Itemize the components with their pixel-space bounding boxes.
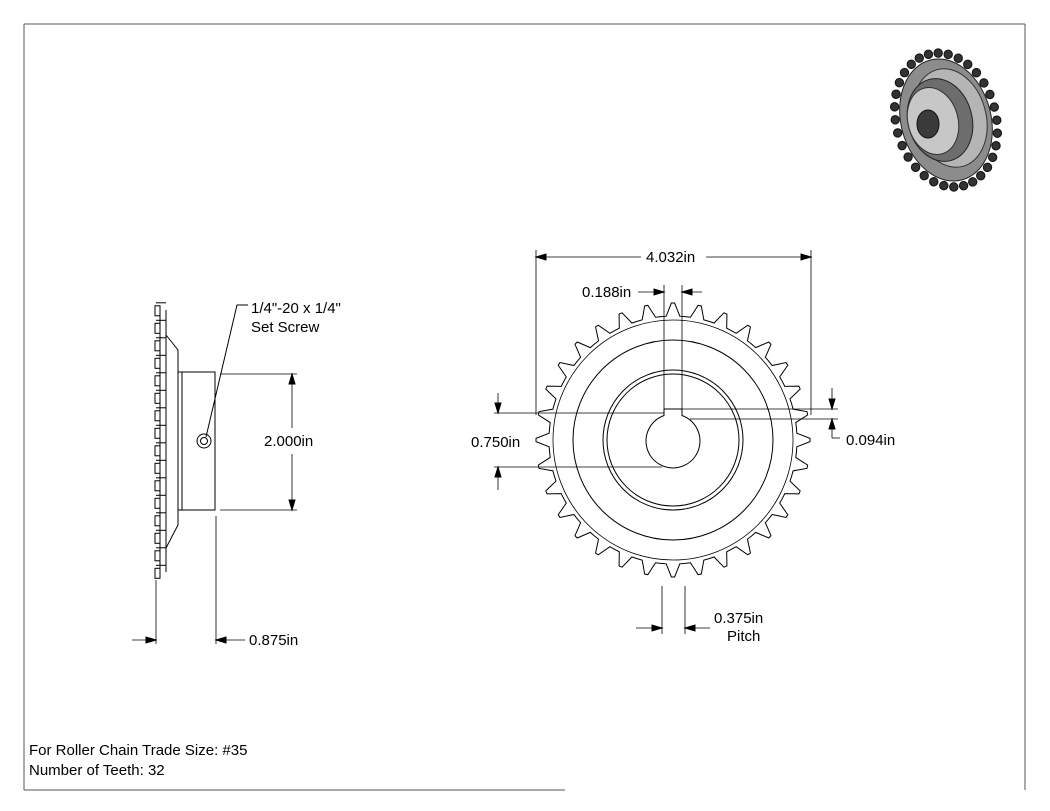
front-view — [494, 250, 840, 634]
dim-keyway-width: 0.188in — [582, 284, 632, 301]
iso-tooth — [889, 102, 900, 112]
side-tooth — [154, 445, 161, 457]
iso-tooth — [899, 67, 910, 78]
iso-tooth — [906, 59, 916, 69]
side-tooth — [154, 462, 161, 474]
iso-tooth — [929, 177, 939, 187]
iso-tooth — [968, 177, 978, 187]
set-screw-hole — [196, 433, 212, 449]
side-tooth — [154, 305, 161, 317]
side-tooth — [154, 567, 161, 579]
iso-tooth — [933, 48, 943, 58]
side-tooth — [154, 480, 161, 492]
side-tooth — [154, 410, 161, 422]
iso-tooth — [914, 53, 924, 63]
iso-tooth — [987, 152, 998, 162]
iso-tooth — [910, 162, 921, 172]
iso-tooth — [992, 115, 1002, 125]
iso-tooth — [943, 49, 953, 60]
iso-tooth — [976, 171, 986, 181]
note-teeth: Number of Teeth: 32 — [29, 762, 165, 779]
iso-tooth — [939, 180, 949, 191]
dim-pitch-value: 0.375in — [714, 610, 764, 627]
dim-keyway-depth: 0.094in — [846, 432, 896, 449]
sprocket-outline — [535, 302, 811, 578]
dim-pitch-label: Pitch — [727, 628, 761, 645]
side-tooth — [154, 392, 161, 404]
side-tooth — [154, 550, 161, 562]
side-tooth — [154, 322, 161, 334]
hub — [177, 371, 216, 511]
set-screw-label-line1: 1/4"-20 x 1/4" — [251, 300, 341, 317]
iso-tooth — [953, 53, 963, 63]
bore-keyway — [645, 408, 701, 469]
iso-tooth — [982, 162, 993, 173]
side-tooth — [154, 357, 161, 369]
side-tooth — [154, 427, 161, 439]
hub-circle-outer — [572, 339, 774, 541]
iso-tooth — [903, 152, 913, 162]
side-tooth — [154, 375, 161, 387]
side-tooth — [154, 532, 161, 544]
iso-tooth — [949, 182, 959, 192]
iso-tooth — [958, 180, 969, 191]
set-screw-label-line2: Set Screw — [251, 319, 320, 336]
hub-circle-inner — [602, 369, 744, 511]
iso-tooth — [971, 68, 982, 78]
iso-tooth — [963, 59, 973, 70]
iso-tooth — [919, 170, 929, 181]
note-chain-size: For Roller Chain Trade Size: #35 — [29, 742, 248, 759]
iso-tooth — [923, 49, 934, 60]
dim-hub-length: 0.875in — [249, 632, 299, 649]
root-circle — [552, 319, 794, 561]
sheet-border — [23, 23, 1026, 791]
dim-outer-diameter: 4.032in — [646, 249, 696, 266]
iso-thumbnail — [889, 48, 1003, 192]
iso-tooth — [991, 141, 1001, 151]
side-tooth — [154, 497, 161, 509]
hub-circle-edge — [606, 373, 740, 507]
side-tooth — [154, 515, 161, 527]
side-view — [132, 302, 297, 644]
iso-tooth — [989, 102, 999, 112]
dim-bore: 0.750in — [471, 434, 521, 451]
set-screw-leader — [205, 304, 248, 438]
dim-hub-diameter: 2.000in — [264, 433, 314, 450]
notes-block: For Roller Chain Trade Size: #35 Number … — [29, 741, 247, 781]
iso-tooth — [985, 89, 995, 100]
iso-tooth — [894, 78, 905, 88]
iso-tooth — [897, 140, 907, 151]
iso-tooth — [979, 78, 989, 88]
side-tooth — [154, 340, 161, 352]
iso-tooth — [891, 89, 901, 99]
iso-tooth — [992, 128, 1003, 138]
iso-tooth — [893, 128, 903, 138]
iso-tooth — [890, 115, 900, 125]
